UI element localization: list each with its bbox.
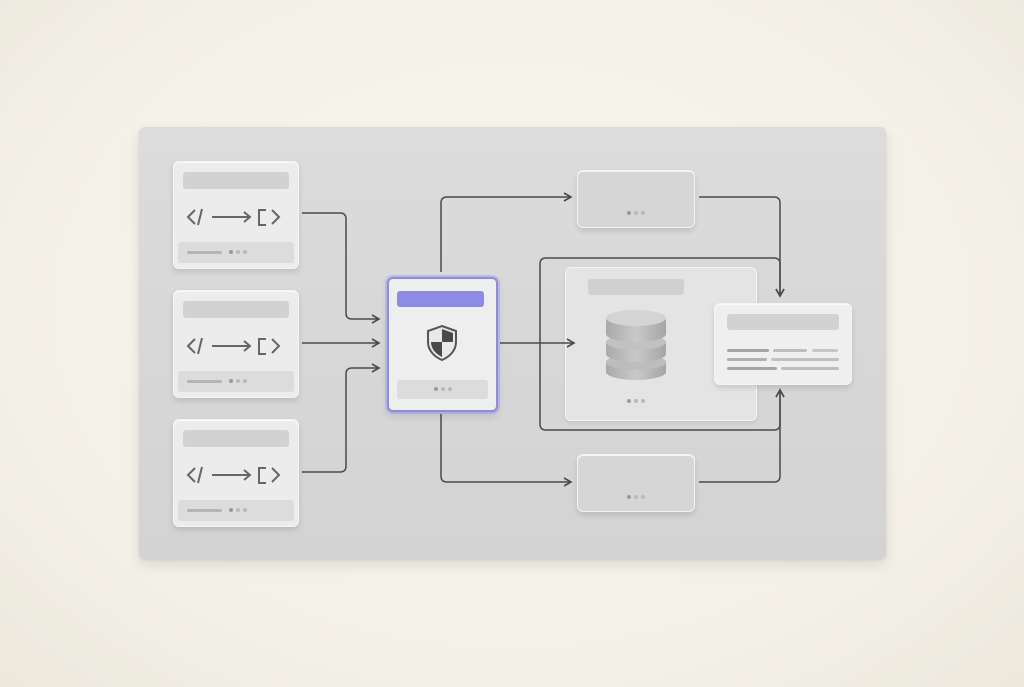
database-icon	[606, 310, 666, 380]
source-card-3[interactable]	[173, 419, 299, 527]
code-transform-icon	[186, 463, 286, 490]
source-card-footer	[178, 500, 294, 521]
storage-panel-header	[588, 279, 684, 295]
connector-gateway-bottom	[440, 414, 573, 487]
connector-source1-gateway	[302, 212, 381, 324]
source-card-header	[183, 430, 289, 447]
source-card-footer	[178, 242, 294, 263]
gateway-card[interactable]	[387, 277, 498, 412]
output-card[interactable]	[714, 303, 852, 385]
connector-top-output	[699, 196, 785, 298]
source-card-header	[183, 172, 289, 189]
source-card-header	[183, 301, 289, 318]
code-transform-icon	[186, 334, 286, 361]
gateway-footer	[397, 380, 488, 399]
connector-gateway-top	[440, 192, 573, 272]
output-card-header	[727, 314, 839, 330]
connector-bottom-output	[699, 388, 785, 483]
connector-source3-gateway	[302, 363, 381, 473]
connector-storage-loop	[539, 257, 785, 343]
source-card-footer	[178, 371, 294, 392]
source-card-2[interactable]	[173, 290, 299, 398]
bottom-node[interactable]	[577, 454, 695, 512]
gateway-header	[397, 291, 484, 307]
top-node[interactable]	[577, 170, 695, 228]
source-card-1[interactable]	[173, 161, 299, 269]
shield-icon	[427, 324, 457, 362]
connector-storage-loop-bottom	[539, 343, 785, 431]
code-transform-icon	[186, 205, 286, 232]
